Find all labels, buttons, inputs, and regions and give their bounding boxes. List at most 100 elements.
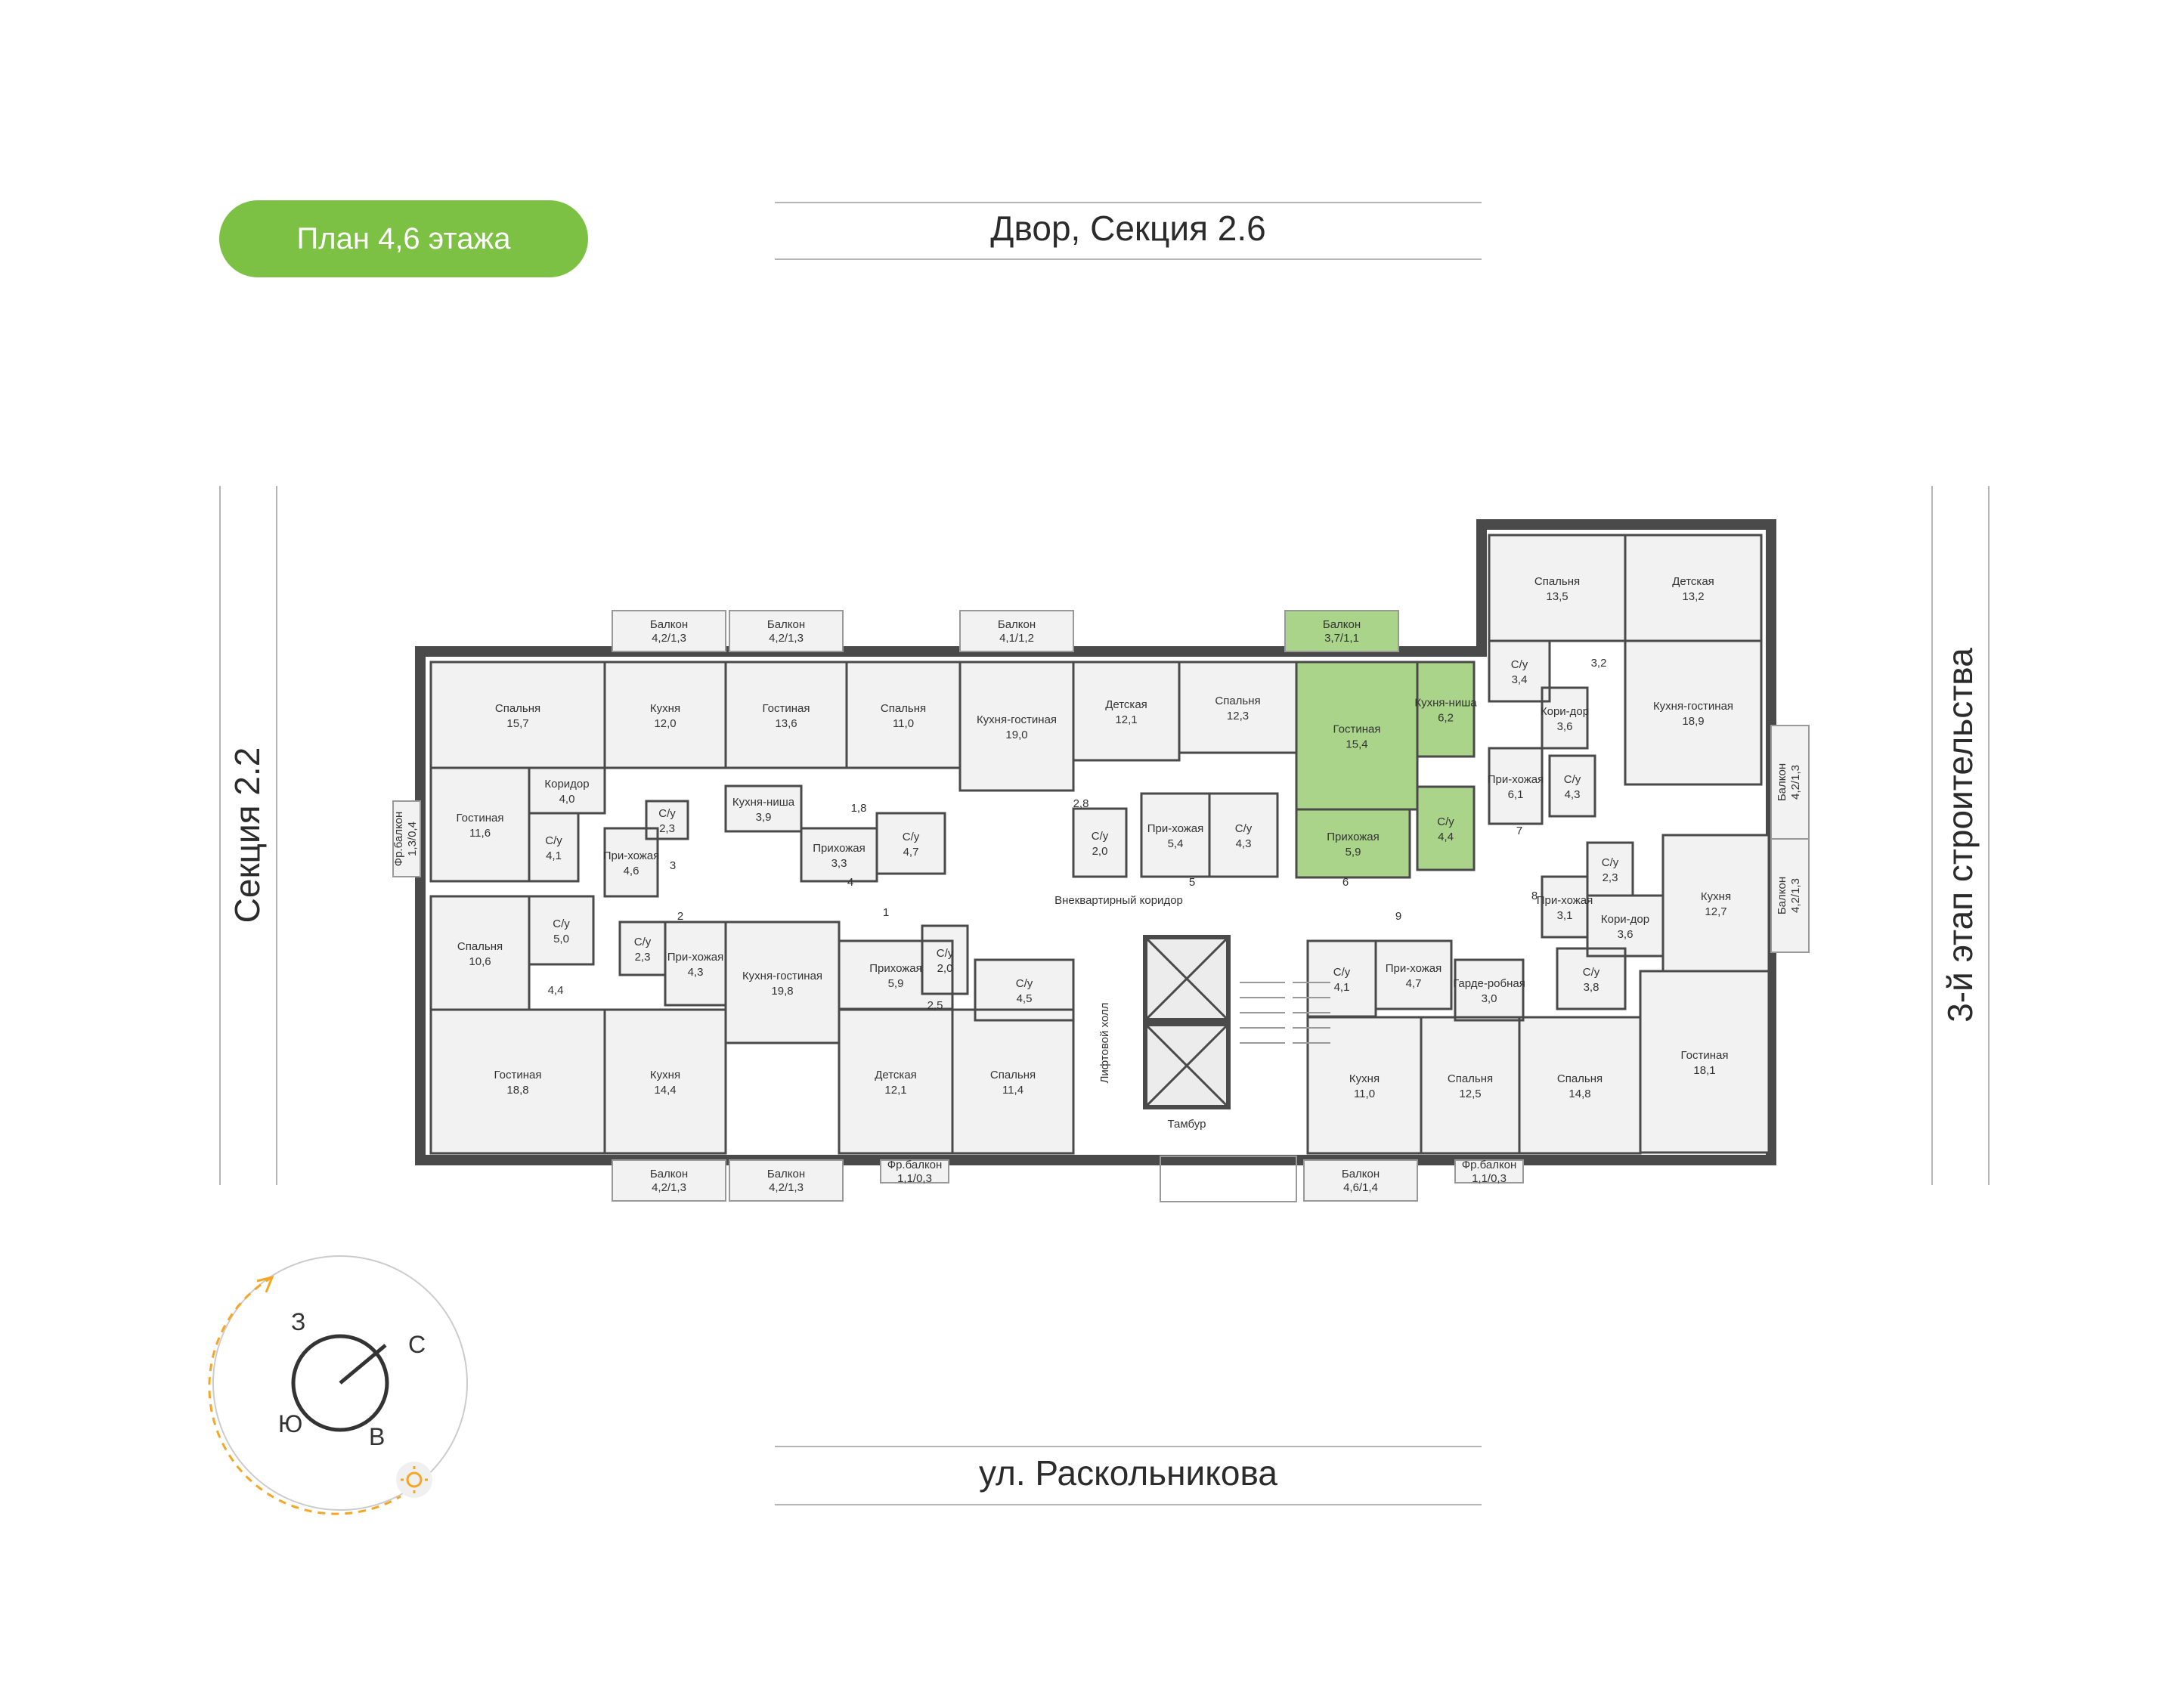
sun-path-arc	[208, 1276, 401, 1515]
room-area-r32: 2,3	[635, 951, 651, 964]
room-name-r33: При-хожая	[667, 951, 724, 964]
room-outline-r17	[603, 827, 659, 898]
room-fill-r36	[922, 926, 968, 994]
room-fill-r41	[1542, 877, 1587, 937]
room-outline-r25	[1416, 785, 1476, 871]
room-name-r26: С/у	[1511, 658, 1528, 671]
room-outline-r26	[1488, 639, 1551, 703]
room-name-r15: С/у	[545, 834, 562, 847]
room-name-r16: С/у	[658, 807, 676, 820]
top-street-line-upper	[775, 202, 1482, 203]
room-area-r7: 12,3	[1227, 710, 1249, 722]
room-area-r29: 4,3	[1565, 788, 1581, 801]
room-name-r21: С/у	[1092, 830, 1109, 843]
room-name-r11: Детская	[1672, 575, 1714, 588]
corridor: Внеквартирный коридор	[1054, 894, 1183, 907]
balcony-area-b12: 4,2/1,3	[1789, 878, 1802, 913]
balcony-name-b5: Балкон	[650, 1168, 688, 1180]
room-fill-r28	[1489, 748, 1542, 824]
room-name-r17: При-хожая	[603, 849, 660, 862]
room-name-r20: С/у	[903, 831, 920, 843]
room-name-r6: Детская	[1105, 698, 1147, 711]
room-name-r42: С/у	[1602, 856, 1619, 869]
compass-outer-ring	[212, 1255, 468, 1511]
room-outline-r44	[1556, 947, 1627, 1010]
balcony-area-b2: 4,2/1,3	[769, 632, 804, 645]
room-outline-r18	[724, 784, 803, 833]
room-name-r1: Спальня	[495, 702, 540, 715]
room-area-r9: 6,2	[1438, 712, 1454, 725]
room-name-r29: С/у	[1564, 773, 1581, 786]
balcony-b11	[1770, 725, 1810, 840]
balcony-name-b8: Балкон	[1342, 1168, 1380, 1180]
room-outline-r27	[1541, 686, 1589, 750]
balcony-name-b10: Фр.балкон	[392, 812, 405, 867]
room-area-r27: 3,6	[1557, 720, 1573, 733]
room-area-r14: 4,0	[559, 793, 575, 806]
room-area-r16: 2,3	[659, 822, 675, 835]
room-name-r30: Спальня	[457, 940, 503, 953]
room-outline-r47	[603, 1008, 727, 1155]
room-area-r4: 11,0	[893, 717, 914, 730]
balconies: Балкон4,2/1,3Балкон4,2/1,3Балкон4,1/1,2Б…	[392, 610, 1810, 1202]
room-outline-r53	[1639, 970, 1770, 1154]
room-fill-r15	[529, 813, 578, 881]
room-fill-r23	[1209, 794, 1277, 877]
room-area-r44: 3,8	[1584, 981, 1599, 994]
room-name-r44: С/у	[1583, 966, 1600, 979]
room-walls	[429, 534, 1770, 1155]
room-fill-r13	[431, 768, 529, 881]
room-name-r40: Гарде-робная	[1453, 977, 1525, 990]
room-area-r53: 18,1	[1693, 1064, 1715, 1077]
room-fill-r47	[605, 1010, 726, 1153]
room-fill-r11	[1625, 535, 1761, 641]
room-name-r32: С/у	[634, 936, 652, 948]
room-outline-r40	[1454, 958, 1525, 1022]
room-outline-r20	[875, 812, 946, 875]
room-area-r2: 12,0	[654, 717, 676, 730]
room-name-r47: Кухня	[650, 1069, 680, 1081]
room-outline-r28	[1488, 747, 1544, 825]
vestibule-label: Тамбур	[1168, 1118, 1206, 1131]
room-fill-r7	[1179, 662, 1296, 753]
room-area-r52: 14,8	[1568, 1088, 1590, 1100]
room-name-r9: Кухня-ниша	[1414, 697, 1477, 710]
door-number-1: 1	[883, 906, 889, 919]
balcony-b7	[880, 1159, 949, 1184]
door-number-6: 6	[1342, 876, 1349, 889]
room-area-r26: 3,4	[1512, 673, 1528, 686]
room-fill-r2	[605, 662, 726, 768]
compass-west: З	[291, 1308, 305, 1335]
sun-path-arrow-icon	[256, 1275, 274, 1293]
room-fill-r12	[1625, 641, 1761, 784]
room-area-r13: 11,6	[469, 827, 491, 840]
balcony-b1	[612, 610, 726, 652]
room-fill-r38	[1308, 941, 1376, 1016]
sun-rays-icon	[401, 1466, 428, 1493]
balcony-area-b5: 4,2/1,3	[652, 1181, 686, 1194]
elevator-hall: Лифтовой холл Тамбур	[1098, 935, 1330, 1202]
room-name-r23: С/у	[1235, 822, 1253, 835]
compass-north: С	[408, 1331, 426, 1358]
room-area-r8: 15,4	[1346, 738, 1367, 751]
balcony-name-b4: Балкон	[1323, 618, 1361, 631]
door-number-5: 5	[1189, 876, 1195, 889]
room-name-r18: Кухня-ниша	[732, 796, 795, 809]
room-outline-r23	[1208, 792, 1279, 878]
room-area-r30: 10,6	[469, 955, 491, 968]
small-area-label: 1,8	[851, 802, 867, 815]
building-walls	[415, 519, 1776, 1165]
room-name-r31: С/у	[553, 917, 570, 930]
room-area-r42: 2,3	[1603, 871, 1618, 884]
room-fill-r48	[839, 1010, 952, 1153]
room-name-r38: С/у	[1333, 966, 1351, 979]
room-area-r49: 11,4	[1002, 1084, 1023, 1097]
balcony-name-b7: Фр.балкон	[887, 1159, 943, 1171]
room-area-r31: 5,0	[553, 933, 569, 945]
room-area-r24: 5,9	[1346, 846, 1361, 859]
room-name-r5: Кухня-гостиная	[977, 713, 1057, 726]
room-fill-r3	[726, 662, 847, 768]
door-number-3: 3	[670, 859, 676, 872]
left-section-line-inner	[276, 486, 277, 1185]
